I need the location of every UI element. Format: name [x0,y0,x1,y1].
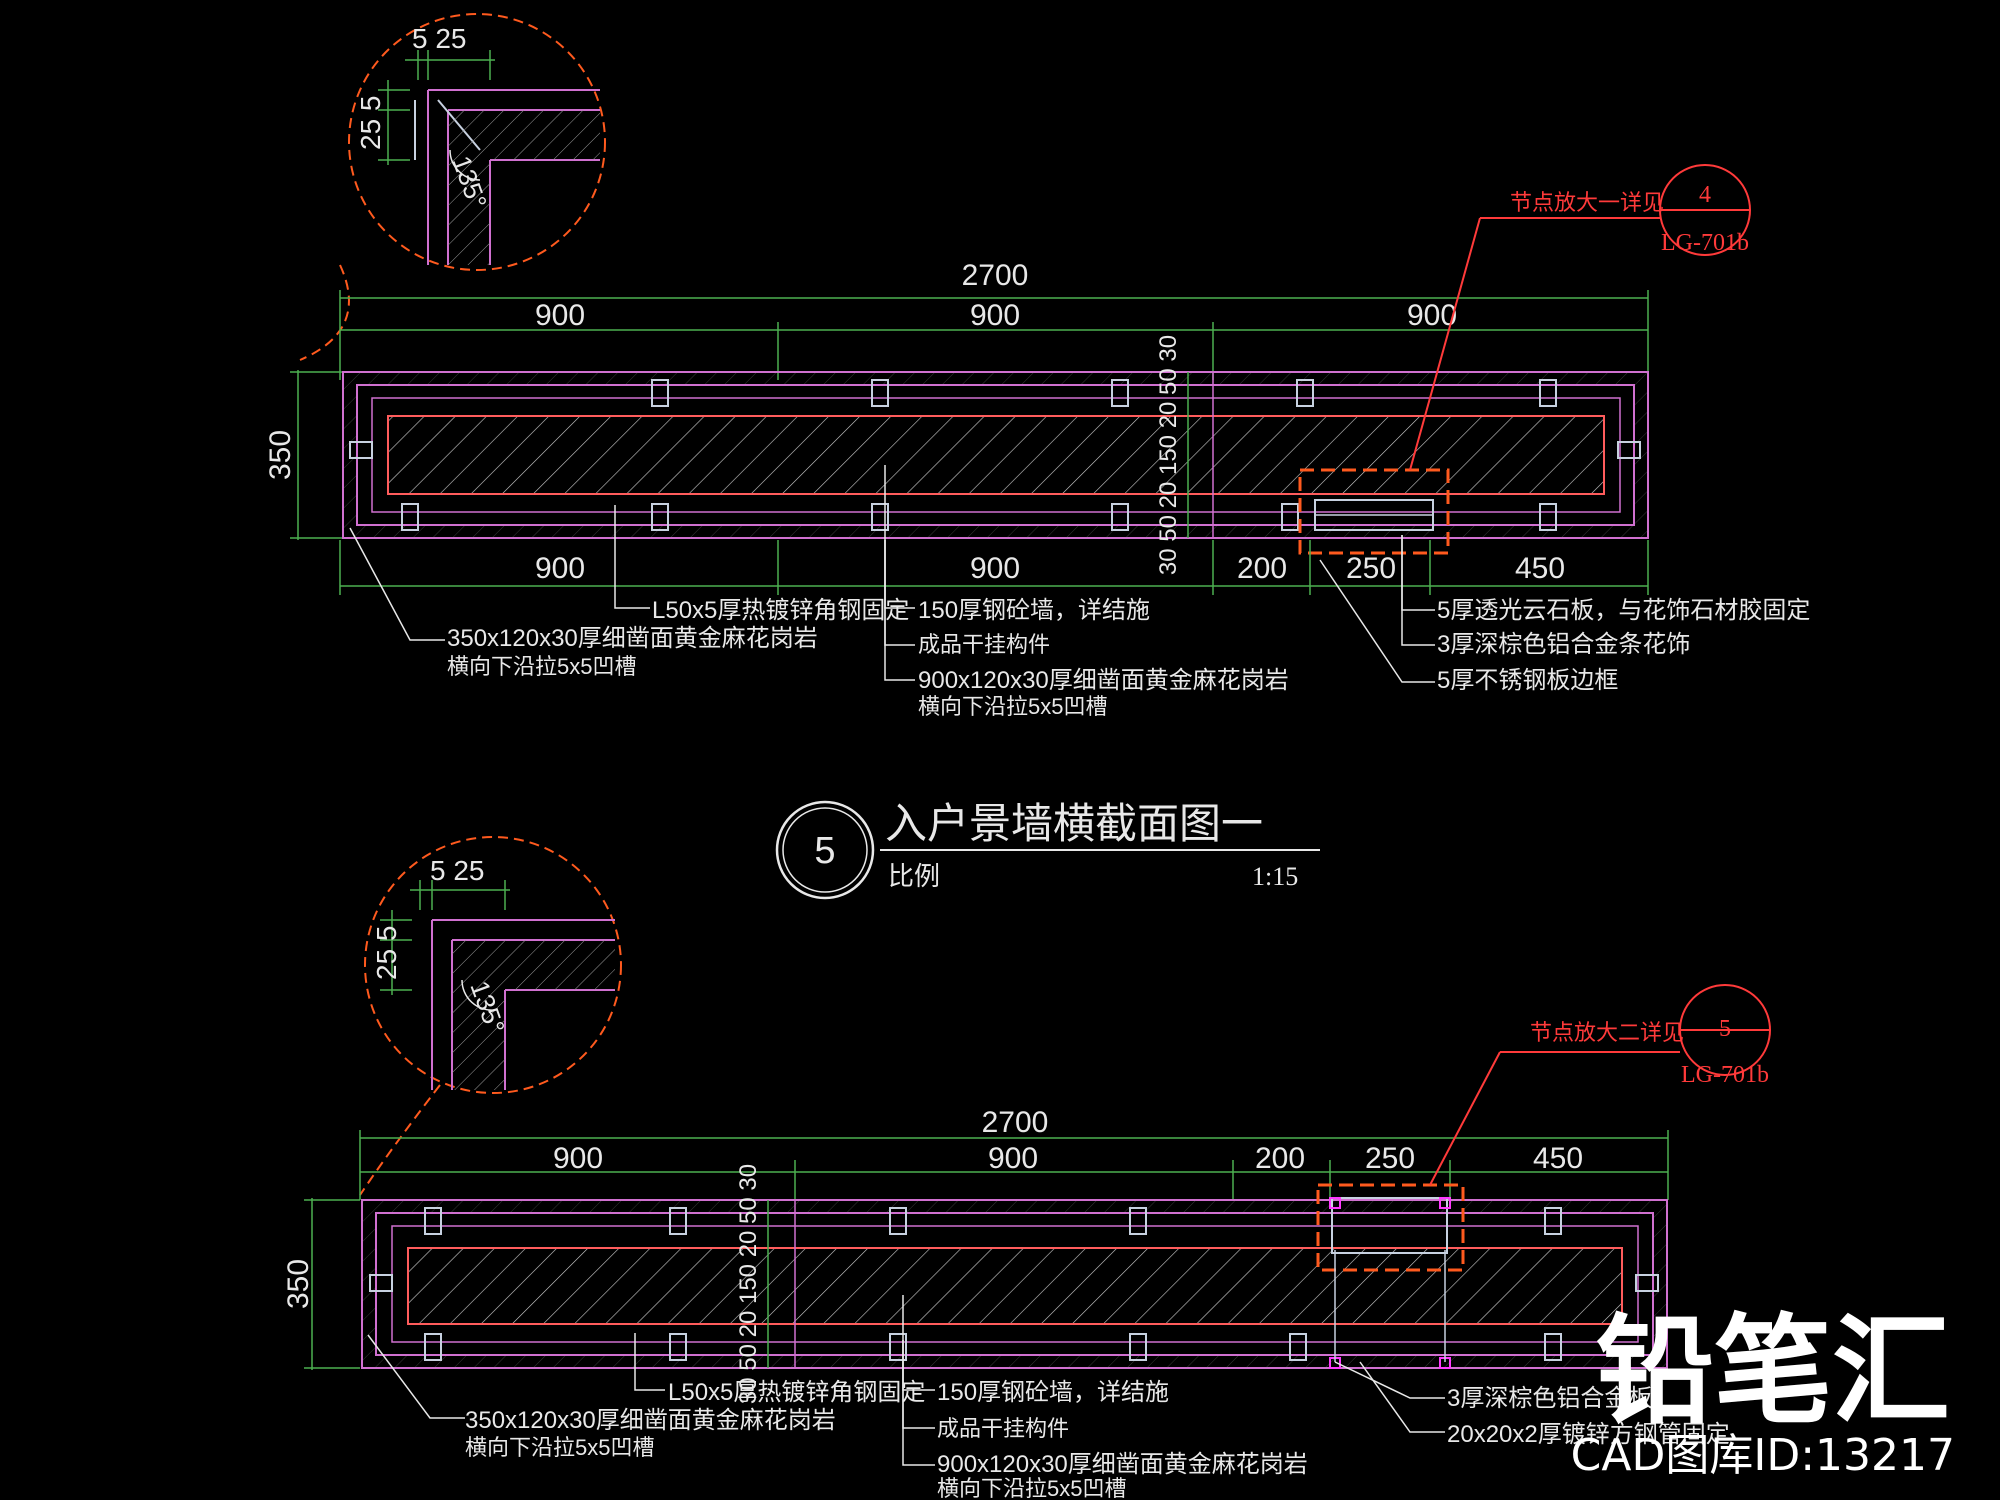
detail-circle-1: 5 25 25 5 135° [299,13,606,361]
s2-insert-highlight [1316,1183,1465,1272]
s2-label-angle-steel: L50x5厚热镀锌角钢固定 [668,1379,925,1406]
s1-label-groove-center: 横向下沿拉5x5凹槽 [918,694,1107,719]
s2-label-granite-350: 350x120x30厚细凿面黄金麻花岗岩 [465,1407,836,1434]
s2-label-granite-900: 900x120x30厚细凿面黄金麻花岗岩 [937,1451,1308,1478]
section2-callout: 节点放大二详见 5 LG-701b [1429,984,1771,1186]
s1-overall-dim: 2700 [962,259,1029,292]
s1-callout-number: 4 [1699,182,1711,208]
s1-bottom-dim-3: 200 [1237,552,1287,585]
title-number: 5 [814,830,835,872]
section2-height-dimension: 350 [282,1198,360,1370]
s1-bottom-dim-2: 900 [970,552,1020,585]
s2-label-hanging-part: 成品干挂构件 [937,1416,1069,1441]
detail2-dim-side: 25 5 [371,926,402,981]
title-block: 5 入户景墙横截面图一 比例 1:15 [775,800,1320,900]
library-id: CAD图库ID:13217 [1570,1430,1955,1481]
s2-top-dim-5: 450 [1533,1142,1583,1175]
section2-top-dimensions: 2700 900 900 200 250 450 [359,1106,1669,1200]
s2-label-groove-left: 横向下沿拉5x5凹槽 [465,1435,654,1460]
s2-height-dim: 350 [282,1259,315,1309]
s1-label-steel-frame: 5厚不锈钢板边框 [1437,667,1618,694]
detail1-dim-top: 5 25 [412,23,467,54]
s1-label-groove-left: 横向下沿拉5x5凹槽 [447,654,636,679]
s2-label-steel-tube: 20x20x2厚镀锌方钢管固定 [1447,1421,1730,1448]
s1-label-angle-steel: L50x5厚热镀锌角钢固定 [652,597,909,624]
section1-wall: 30 50 20 150 20 50 30 [342,335,1649,575]
section2-labels: L50x5厚热镀锌角钢固定 350x120x30厚细凿面黄金麻花岗岩 横向下沿拉… [465,1379,1730,1500]
s2-top-dim-4: 250 [1365,1142,1415,1175]
s1-top-dim-3: 900 [1407,299,1457,332]
s1-label-translucent-stone: 5厚透光云石板，与花饰石材胶固定 [1437,597,1810,624]
s1-label-aluminum-strip: 3厚深棕色铝合金条花饰 [1437,631,1690,658]
s1-bottom-dim-4: 250 [1346,552,1396,585]
section2-wall: 30 50 20 150 20 50 30 [361,1164,1668,1404]
section1-bottom-dimensions: 900 900 200 250 450 [339,540,1649,595]
section1-labels: L50x5厚热镀锌角钢固定 350x120x30厚细凿面黄金麻花岗岩 横向下沿拉… [447,597,1810,719]
section1-top-dimensions: 2700 900 900 900 [339,259,1649,380]
s2-overall-dim: 2700 [982,1106,1049,1139]
s1-label-granite-900: 900x120x30厚细凿面黄金麻花岗岩 [918,667,1289,694]
scale-value: 1:15 [1252,862,1298,891]
s1-height-dim: 350 [264,430,297,480]
detail2-dim-top: 5 25 [430,855,485,886]
section-1: 5 25 25 5 135° 2700 900 900 900 [264,13,1810,719]
s2-label-concrete-wall: 150厚钢砼墙，详结施 [937,1379,1169,1406]
s1-top-dim-1: 900 [535,299,585,332]
s1-insert-highlight [1298,468,1450,555]
s2-top-dim-2: 900 [988,1142,1038,1175]
section-2: 5 25 25 5 135° 2700 900 900 200 250 450 [282,836,1771,1500]
s1-label-concrete-wall: 150厚钢砼墙，详结施 [918,597,1150,624]
s2-top-dim-3: 200 [1255,1142,1305,1175]
section1-leaders [349,465,1435,683]
s1-callout-text: 节点放大一详见 [1510,190,1664,215]
section2-leaders [367,1295,1445,1466]
detail-circle-2: 5 25 25 5 135° [359,836,622,1196]
drawing-title: 入户景墙横截面图一 [885,800,1263,847]
scale-label: 比例 [888,861,940,891]
section1-callout: 节点放大一详见 4 LG-701b [1409,164,1751,471]
s2-callout-sheet: LG-701b [1681,1062,1769,1088]
s1-label-granite-350: 350x120x30厚细凿面黄金麻花岗岩 [447,625,818,652]
brand-logo-text: 铅笔汇 [1595,1302,1950,1440]
s1-bottom-dim-5: 450 [1515,552,1565,585]
s2-label-aluminum-plate: 3厚深棕色铝合金板 [1447,1385,1652,1412]
section1-height-dimension: 350 [264,370,345,540]
s1-callout-sheet: LG-701b [1661,230,1749,256]
detail1-dim-side: 25 5 [355,96,386,151]
s2-callout-number: 5 [1719,1016,1731,1042]
s2-label-groove-center: 横向下沿拉5x5凹槽 [937,1476,1126,1500]
s2-top-dim-1: 900 [553,1142,603,1175]
s1-label-hanging-part: 成品干挂构件 [918,632,1050,657]
s1-vertical-dims: 30 50 20 150 20 50 30 [1155,335,1182,575]
s1-top-dim-2: 900 [970,299,1020,332]
s2-callout-text: 节点放大二详见 [1530,1020,1684,1045]
s2-vertical-dims: 30 50 20 150 20 50 30 [735,1164,762,1404]
s1-bottom-dim-1: 900 [535,552,585,585]
